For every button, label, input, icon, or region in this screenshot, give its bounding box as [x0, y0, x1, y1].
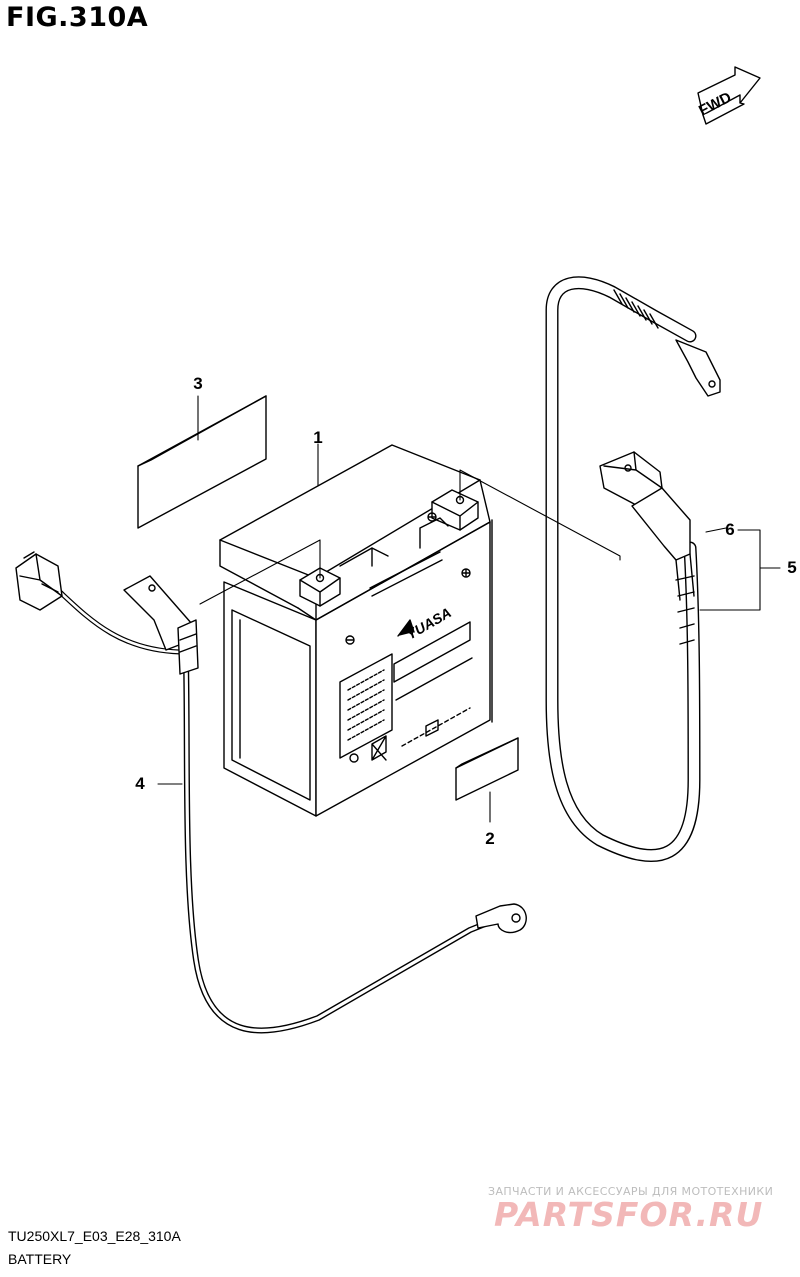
fwd-arrow-icon: FWD	[696, 66, 761, 125]
leader-lines	[157, 395, 781, 823]
watermark-site: PARTSFOR.RU	[494, 1195, 764, 1234]
part-1-battery: YUASA	[219, 444, 493, 817]
part-5-positive-lead	[545, 276, 721, 862]
part-4-ground-lead	[15, 551, 527, 1034]
callout-4: 4	[135, 774, 145, 793]
part-3-pad	[137, 395, 267, 529]
figure-caption: BATTERY	[8, 1251, 72, 1267]
figure-code: TU250XL7_E03_E28_310A	[8, 1228, 181, 1244]
callout-1: 1	[313, 428, 323, 447]
callout-5: 5	[787, 558, 797, 577]
callout-3: 3	[193, 374, 203, 393]
callout-2: 2	[485, 829, 495, 848]
part-2-pad	[455, 737, 519, 801]
figure-title: FIG.310A	[6, 2, 149, 33]
watermark-tagline: ЗАПЧАСТИ И АКСЕССУАРЫ ДЛЯ МОТОТЕХНИКИ	[488, 1185, 774, 1198]
callout-6: 6	[725, 520, 735, 539]
